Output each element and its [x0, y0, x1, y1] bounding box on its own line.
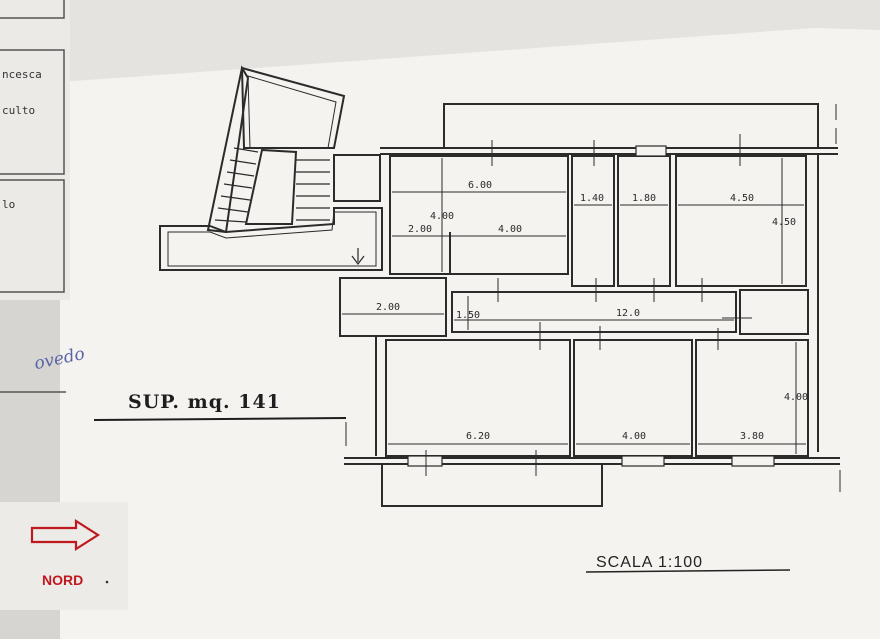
- side-text-1: ncesca: [2, 68, 42, 81]
- building-walls: [159, 65, 840, 507]
- side-box-bottom: [0, 179, 65, 293]
- balcony-bottom: [381, 464, 603, 507]
- stair-block-inner: [247, 75, 337, 149]
- dim-label-450-vertical: 4.50: [772, 217, 796, 228]
- side-box-middle: [0, 49, 65, 175]
- dim-label-120: 12.0: [616, 308, 640, 319]
- window: [407, 455, 443, 467]
- dim-label-450: 4.50: [730, 193, 754, 204]
- dim-label-600: 6.00: [468, 180, 492, 191]
- entrance-area: [159, 207, 383, 271]
- dim-label-400-right: 4.00: [784, 392, 808, 403]
- side-panel-frames: [0, 0, 66, 393]
- door-marks: [345, 104, 841, 492]
- stair-tread: [217, 207, 249, 213]
- window: [731, 455, 775, 467]
- dim-label-140: 1.40: [580, 193, 604, 204]
- room-bedroom-1: [675, 155, 807, 287]
- entrance-arrow-icon: [351, 248, 365, 265]
- stair-tread: [229, 159, 257, 165]
- side-text-3: lo: [2, 198, 15, 211]
- entrance-arrow-head: [351, 255, 365, 265]
- windows: [407, 145, 775, 467]
- dim-label-400: 4.00: [498, 224, 522, 235]
- stair-block-outline: [240, 66, 346, 149]
- side-text-2: culto: [2, 104, 35, 117]
- stair-tread: [214, 219, 247, 223]
- dim-label-400-bottom: 4.00: [622, 431, 646, 442]
- north-arrow-icon: [30, 518, 101, 552]
- dim-label-620: 6.20: [466, 431, 490, 442]
- scale-underline: [585, 569, 791, 573]
- stair-tread: [226, 171, 255, 177]
- room-kitchen: [385, 339, 571, 457]
- side-panel: [0, 0, 70, 300]
- small-shaft: [333, 154, 381, 202]
- entrance-area-inner: [167, 211, 377, 267]
- window: [635, 145, 667, 157]
- north-arrow-shape: [30, 518, 101, 552]
- room-living: [389, 155, 569, 275]
- compass-box: [0, 502, 128, 610]
- dim-label-200: 2.00: [408, 224, 432, 235]
- balcony-top: [443, 103, 819, 148]
- scale-label: SCALA 1:100: [596, 554, 703, 571]
- dim-label-400-vertical: 4.00: [430, 211, 454, 222]
- dimension-lines: [342, 158, 806, 454]
- stair-tread: [220, 195, 251, 201]
- window: [621, 455, 665, 467]
- dim-label-200-closet: 2.00: [376, 302, 400, 313]
- compass-dot: [105, 580, 109, 584]
- corridor: [451, 291, 737, 333]
- stair-tread: [223, 183, 253, 189]
- room-storage: [739, 289, 809, 335]
- dim-label-180: 1.80: [632, 193, 656, 204]
- stair-treads: [214, 147, 330, 223]
- surface-underline: [93, 417, 347, 421]
- room-bath-1: [571, 155, 615, 287]
- side-box-top: [0, 0, 65, 19]
- surface-label: SUP. mq. 141: [128, 391, 281, 413]
- dim-label-380: 3.80: [740, 431, 764, 442]
- room-closet: [339, 277, 447, 337]
- dim-label-150: 1.50: [456, 310, 480, 321]
- stair-tread: [233, 147, 259, 153]
- north-label: NORD: [42, 572, 83, 588]
- stair-landing: [244, 148, 298, 225]
